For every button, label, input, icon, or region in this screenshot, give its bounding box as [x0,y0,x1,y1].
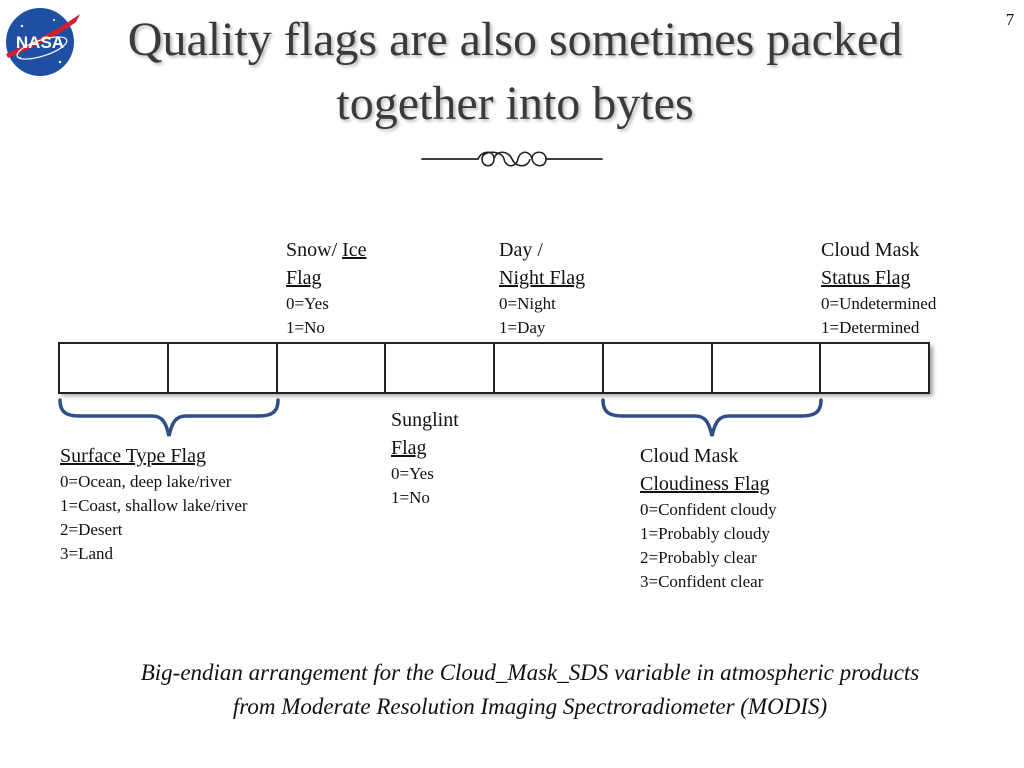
nasa-logo: NASA [6,8,80,76]
bit-box [601,342,711,394]
surface-type-flag-label: Surface Type Flag 0=Ocean, deep lake/riv… [60,445,248,563]
caption: Big-endian arrangement for the Cloud_Mas… [40,656,1020,724]
bit-box [275,342,385,394]
cloudiness-brace [601,398,823,437]
slide-title: Quality flags are also sometimes packed … [127,13,903,130]
caption-line-2: from Moderate Resolution Imaging Spectro… [232,694,828,719]
sunglint-flag-label: Sunglint Flag 0=Yes 1=No [391,409,459,507]
caption-line-1: Big-endian arrangement for the Cloud_Mas… [140,660,920,685]
byte-register [58,342,930,394]
title-ornament [421,151,603,167]
snow-ice-flag-label: Snow/ Ice Flag 0=Yes 1=No [286,239,367,337]
bit-box [493,342,602,394]
bit-box [819,342,930,394]
bit-box [58,342,167,394]
day-night-flag-label: Day / Night Flag 0=Night 1=Day [499,239,586,337]
bit-box [710,342,820,394]
cloudiness-flag-label: Cloud Mask Cloudiness Flag 0=Confident c… [640,445,777,591]
cloud-mask-status-flag-label: Cloud Mask Status Flag 0=Undetermined 1=… [821,239,937,337]
logo-text: NASA [16,33,64,52]
slide-number: 7 [1005,10,1015,29]
bit-box [166,342,276,394]
bit-box [384,342,493,394]
surface-type-brace [58,398,280,437]
